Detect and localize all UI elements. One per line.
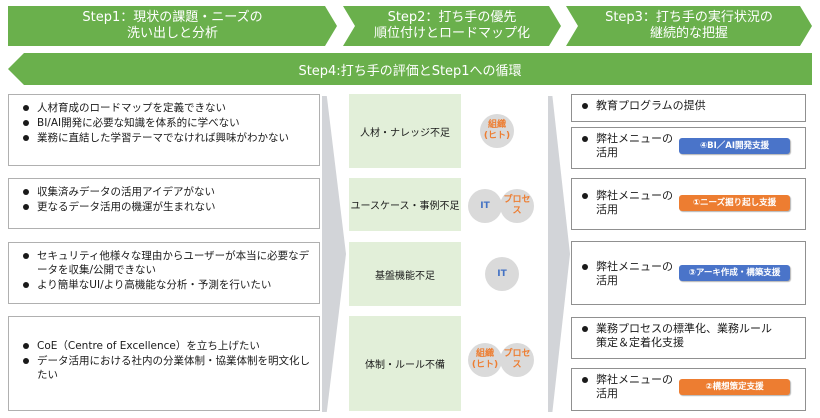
step1-line2: 洗い出しと分析: [126, 26, 218, 41]
org-label: 組織: [475, 349, 494, 359]
process-circle: プロセス: [500, 189, 534, 223]
step2-chevron: Step2：打ち手の優先 順位付けとロードマップ化: [343, 6, 561, 46]
step4-loop-arrow: Step4:打ち手の評価とStep1への循環: [8, 53, 812, 85]
solution-process-standardization: 業務プロセスの標準化、業務ルール 策定＆定着化支援: [571, 317, 806, 359]
category-label: 体制・ルール不備: [365, 360, 445, 371]
issue-item: より簡単なUI/より高機能な分析・予測を行いたい: [21, 278, 311, 292]
issue-item: データ活用における社内の分業体制・協業体制を明文化したい: [21, 354, 311, 382]
org-label: 組織: [487, 120, 506, 130]
issue-item: セキュリティ他様々な理由からユーザーが本当に必要なデータを収集/公開できない: [21, 249, 311, 277]
solution-menu-architecture: 弊社メニューの 活用 ③アーキ作成・構築支援: [571, 241, 806, 305]
it-label: IT: [480, 200, 490, 211]
step1-chevron: Step1：現状の課題・ニーズの 洗い出しと分析: [8, 6, 337, 46]
solution-menu-needs: 弊社メニューの 活用 ①ニーズ掘り起し支援: [571, 178, 806, 230]
step2-line1: Step2：打ち手の優先: [387, 10, 517, 25]
solution-label: 活用: [596, 387, 618, 400]
bullet-dot: [582, 193, 588, 199]
issue-box-usecase: 収集済みデータの活用アイデアがない 更なるデータ活用の機運が生まれない: [8, 178, 320, 229]
issue-box-organization: CoE（Centre of Excellence）を立ち上げたい データ活用にお…: [8, 316, 320, 411]
step3-line2: 継続的な把握: [649, 26, 728, 41]
it-label: IT: [497, 268, 507, 279]
step1-line1: Step1：現状の課題・ニーズの: [82, 10, 263, 25]
issue-item: 更なるデータ活用の機運が生まれない: [21, 200, 311, 214]
flow-arrow-1: [322, 96, 346, 412]
solution-menu-concept: 弊社メニューの 活用 ②構想策定支援: [571, 368, 806, 411]
solution-label: 活用: [596, 274, 618, 287]
flow-arrow-2: [548, 96, 570, 412]
process-label: プロセス: [503, 349, 531, 370]
org-sub-label: (ヒト): [471, 360, 499, 370]
solution-label: 活用: [596, 203, 618, 216]
solution-label: 策定＆定着化支援: [596, 336, 684, 349]
category-talent: 人材・ナレッジ不足: [349, 94, 461, 168]
issue-box-talent: 人材育成のロードマップを定義できない BI/AI開発に必要な知識を体系的に学べな…: [8, 94, 320, 166]
category-label: 基盤機能不足: [375, 270, 435, 282]
category-label: 人材・ナレッジ不足: [360, 127, 450, 139]
issue-item: BI/AI開発に必要な知識を体系的に学べない: [21, 116, 311, 130]
issue-item: 人材育成のロードマップを定義できない: [21, 101, 311, 115]
category-usecase: ユースケース・事例不足: [349, 178, 461, 231]
solution-label: 弊社メニューの: [596, 260, 673, 273]
category-label: ユースケース・事例不足: [350, 201, 460, 212]
menu-tag-needs: ①ニーズ掘り起し支援: [679, 195, 790, 211]
org-circle: 組織(ヒト): [480, 114, 514, 148]
solution-label: 弊社メニューの: [596, 189, 673, 202]
step2-line2: 順位付けとロードマップ化: [373, 26, 530, 41]
bullet-dot: [582, 103, 588, 109]
process-circle: プロセス: [500, 343, 534, 377]
issue-box-platform: セキュリティ他様々な理由からユーザーが本当に必要なデータを収集/公開できない よ…: [8, 242, 320, 304]
solution-label: 教育プログラムの提供: [596, 99, 706, 112]
solution-label: 活用: [596, 146, 618, 159]
step4-label: Step4:打ち手の評価とStep1への循環: [298, 63, 522, 79]
issue-item: CoE（Centre of Excellence）を立ち上げたい: [21, 339, 311, 353]
solution-education: 教育プログラムの提供: [571, 94, 806, 122]
solution-label: 業務プロセスの標準化、業務ルール: [596, 322, 772, 335]
step3-line1: Step3：打ち手の実行状況の: [605, 10, 773, 25]
menu-tag-bi-ai: ④BI／AI開発支援: [679, 138, 790, 154]
solution-menu-bi-ai: 弊社メニューの 活用 ④BI／AI開発支援: [571, 127, 806, 169]
bullet-dot: [582, 326, 588, 332]
category-organization: 体制・ルール不備: [349, 316, 461, 411]
it-circle: IT: [485, 257, 519, 291]
solution-label: 弊社メニューの: [596, 132, 673, 145]
bullet-dot: [582, 136, 588, 142]
menu-tag-concept: ②構想策定支援: [679, 379, 790, 395]
bullet-dot: [582, 377, 588, 383]
process-label: プロセス: [503, 195, 531, 216]
category-platform: 基盤機能不足: [349, 242, 461, 306]
solution-label: 弊社メニューの: [596, 373, 673, 386]
issue-item: 収集済みデータの活用アイデアがない: [21, 185, 311, 199]
bullet-dot: [582, 264, 588, 270]
org-sub-label: (ヒト): [483, 131, 511, 141]
org-circle: 組織(ヒト): [468, 343, 502, 377]
issue-item: 業務に直結した学習テーマでなければ興味がわかない: [21, 131, 311, 145]
menu-tag-architecture: ③アーキ作成・構築支援: [679, 265, 790, 281]
it-circle: IT: [468, 189, 502, 223]
step3-chevron: Step3：打ち手の実行状況の 継続的な把握: [566, 6, 812, 46]
